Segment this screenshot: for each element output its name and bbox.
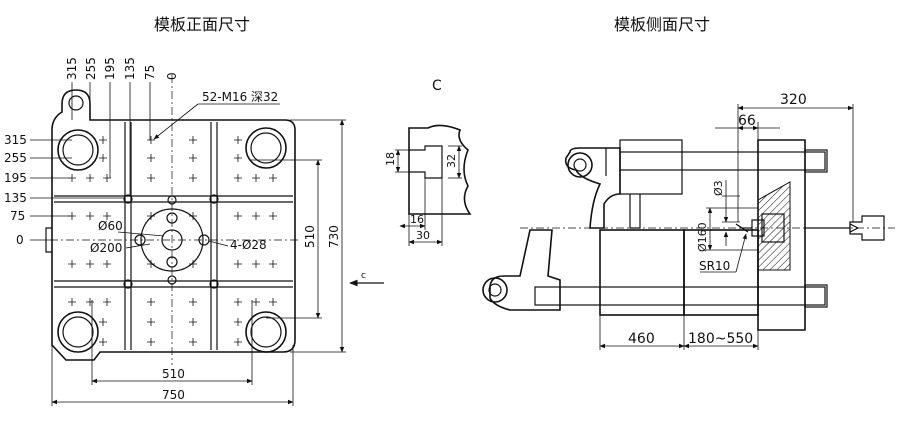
ejector-hole-top [166, 212, 178, 224]
top-dim-lines [71, 82, 151, 196]
ejector-hole-bottom [166, 256, 178, 268]
top-dim-255: 255 [84, 57, 98, 80]
dim-510-right: 510 [303, 225, 317, 248]
callout-holes-label: 52-M16 深32 [202, 90, 278, 104]
section-c-mark: c [361, 271, 366, 281]
ejector-hole-bottom2 [167, 275, 177, 285]
detail-dim-18: 18 [384, 152, 397, 166]
dim-750: 750 [162, 388, 185, 402]
side-dim-sr10: SR10 [699, 259, 730, 273]
side-view-title: 模板侧面尺寸 [614, 15, 710, 34]
d60-label: Ø60 [98, 219, 123, 233]
left-dim-135: 135 [4, 191, 27, 205]
ejector-hole-right [198, 234, 210, 246]
front-view: 315 255 195 135 75 0 315 255 195 135 75 … [4, 57, 346, 406]
top-dim-315: 315 [65, 57, 79, 80]
ejector-hole-top2 [167, 195, 177, 205]
d60-leader [117, 231, 165, 237]
t-slot-profile [409, 145, 443, 179]
nozzle-hole-60 [161, 229, 183, 251]
callout-leader [153, 103, 199, 140]
side-dim-66: 66 [738, 113, 756, 129]
tie-bar-holes [57, 127, 287, 353]
moving-platen [599, 229, 685, 316]
detail-dim-32: 32 [445, 154, 458, 168]
left-dim-0: 0 [16, 233, 24, 247]
d200-leader [125, 243, 151, 249]
side-dim-460: 460 [628, 331, 655, 347]
ejector-hole-left [134, 234, 146, 246]
side-dim-320: 320 [780, 92, 807, 108]
top-dim-135: 135 [123, 57, 137, 80]
tie-bar-bottom [534, 286, 826, 306]
left-dim-75: 75 [10, 209, 25, 223]
locating-ring-200 [140, 208, 204, 272]
front-view-title: 模板正面尺寸 [154, 15, 250, 34]
lifting-hole [68, 95, 84, 111]
d200-label: Ø200 [90, 241, 122, 255]
dim-730: 730 [327, 225, 341, 248]
detail-c-label: C [432, 78, 442, 94]
toggle-link-top [564, 147, 621, 229]
side-view: 320 66 Ø3 Ø160 SR10 460 180~550 [482, 92, 895, 350]
side-dim-d3: Ø3 [712, 180, 725, 196]
left-dim-255: 255 [4, 151, 27, 165]
dim-510-bottom: 510 [162, 367, 185, 381]
top-dim-195: 195 [103, 57, 117, 80]
holes-4-leader [208, 240, 229, 247]
top-dim-0: 0 [165, 72, 179, 80]
left-dim-315: 315 [4, 133, 27, 147]
platen-outline [51, 89, 296, 361]
moving-block-top [619, 139, 683, 195]
side-dim-180-550: 180~550 [688, 331, 753, 347]
detail-dim-30: 30 [416, 229, 430, 242]
toggle-link-bottom [489, 229, 561, 311]
fixed-platen-hatch [757, 181, 791, 271]
holes-4-label: 4-Ø28 [230, 238, 267, 252]
top-dim-75: 75 [143, 65, 157, 80]
injection-nozzle [849, 215, 885, 241]
left-dim-lines [30, 139, 125, 241]
tie-bar-top [619, 151, 826, 171]
side-dim-d160: Ø160 [696, 222, 709, 252]
detail-c: C 18 32 16 30 c [349, 78, 472, 287]
detail-dim-16: 16 [410, 213, 424, 226]
tapped-holes [68, 136, 277, 346]
t-slot-section [408, 124, 472, 215]
t-slots [54, 122, 293, 350]
left-dim-195: 195 [4, 171, 27, 185]
